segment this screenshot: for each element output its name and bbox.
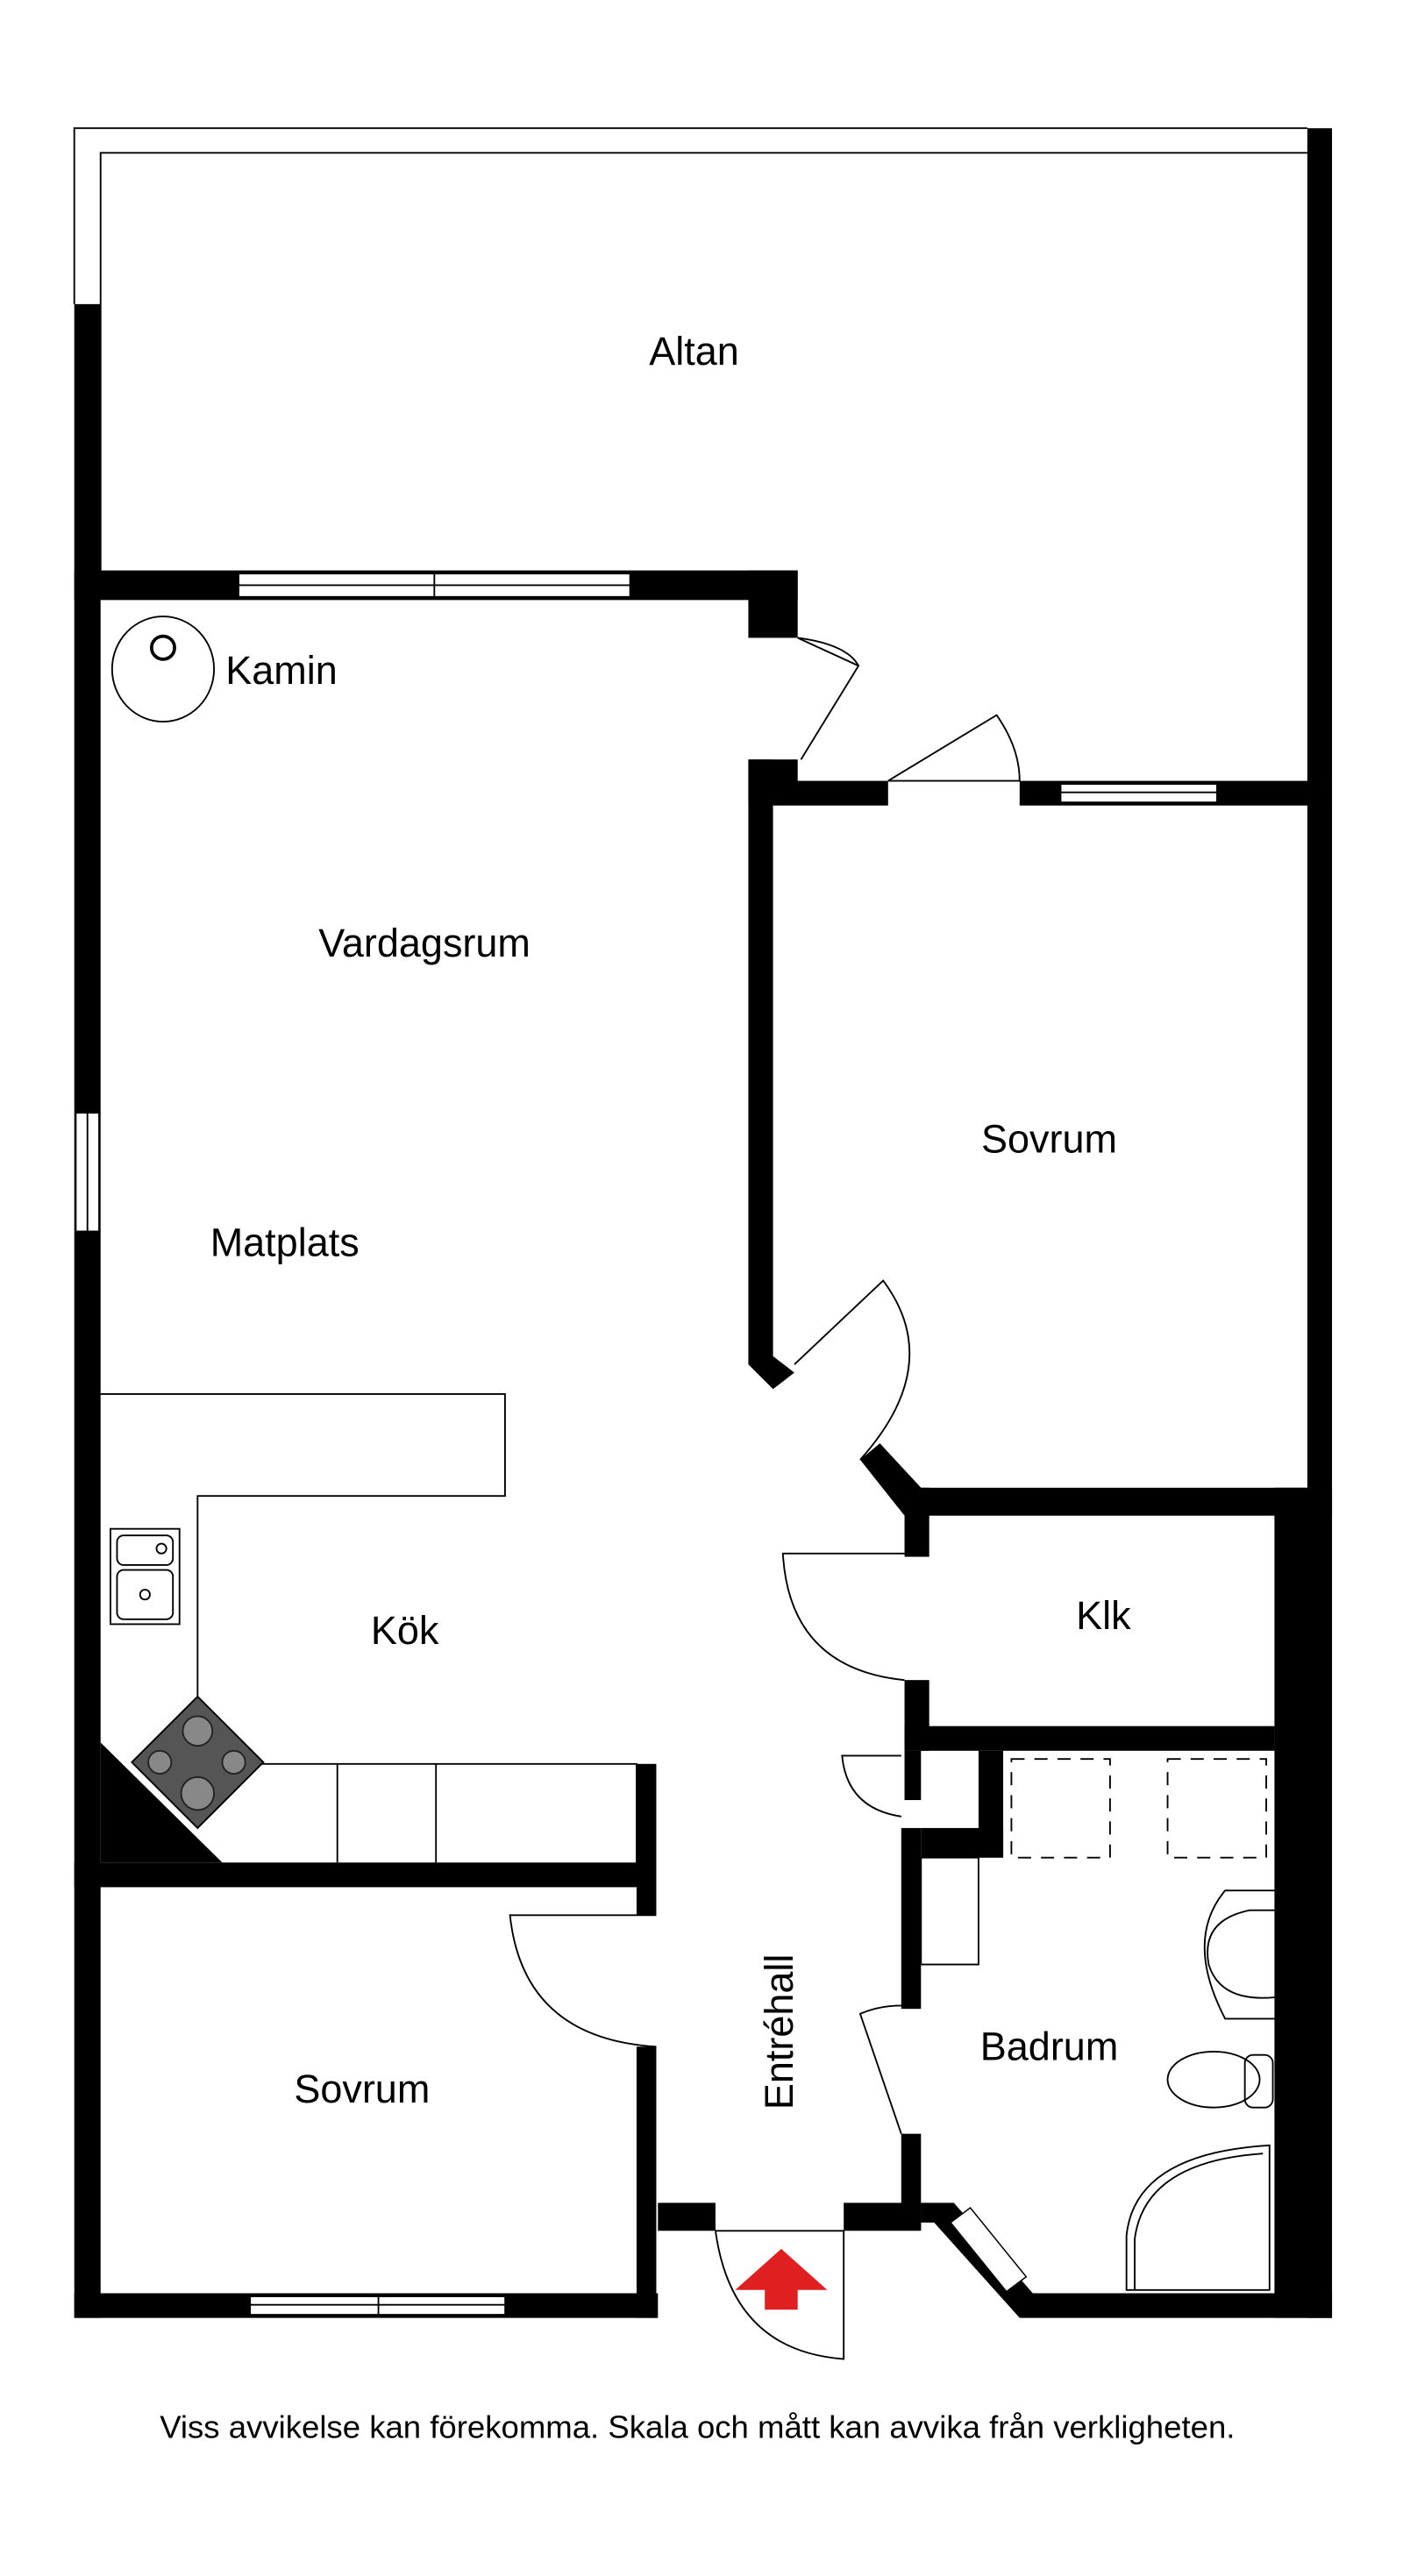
fireplace-icon [110,616,216,723]
room-label-altan: Altan [649,329,739,374]
room-label-entrehall: Entréhall [757,1954,801,2110]
windows [75,573,1218,2316]
doors [509,637,1021,2360]
stove-icon [131,1695,265,1830]
room-label-kok: Kök [371,1608,439,1653]
kitchen-counter [100,1392,637,1863]
shower-icon [1125,2144,1271,2291]
cabinet [920,1856,979,1966]
toilet-icon [1166,2050,1274,2109]
washbasin-icon [1203,1889,1275,2020]
room-label-sovrum-1: Sovrum [981,1116,1117,1161]
room-label-vardagsrum: Vardagsrum [318,921,531,965]
disclaimer: Viss avvikelse kan förekomma. Skala och … [160,2409,1235,2445]
room-label-klk: Klk [1076,1593,1131,1638]
washer-spaces [1010,1758,1267,1859]
entrance-arrow-icon [735,2248,828,2310]
room-label-kamin: Kamin [225,648,338,693]
room-label-matplats: Matplats [210,1220,360,1264]
room-label-sovrum-2: Sovrum [294,2067,430,2111]
sink-icon [110,1527,181,1626]
room-label-badrum: Badrum [980,2024,1119,2068]
